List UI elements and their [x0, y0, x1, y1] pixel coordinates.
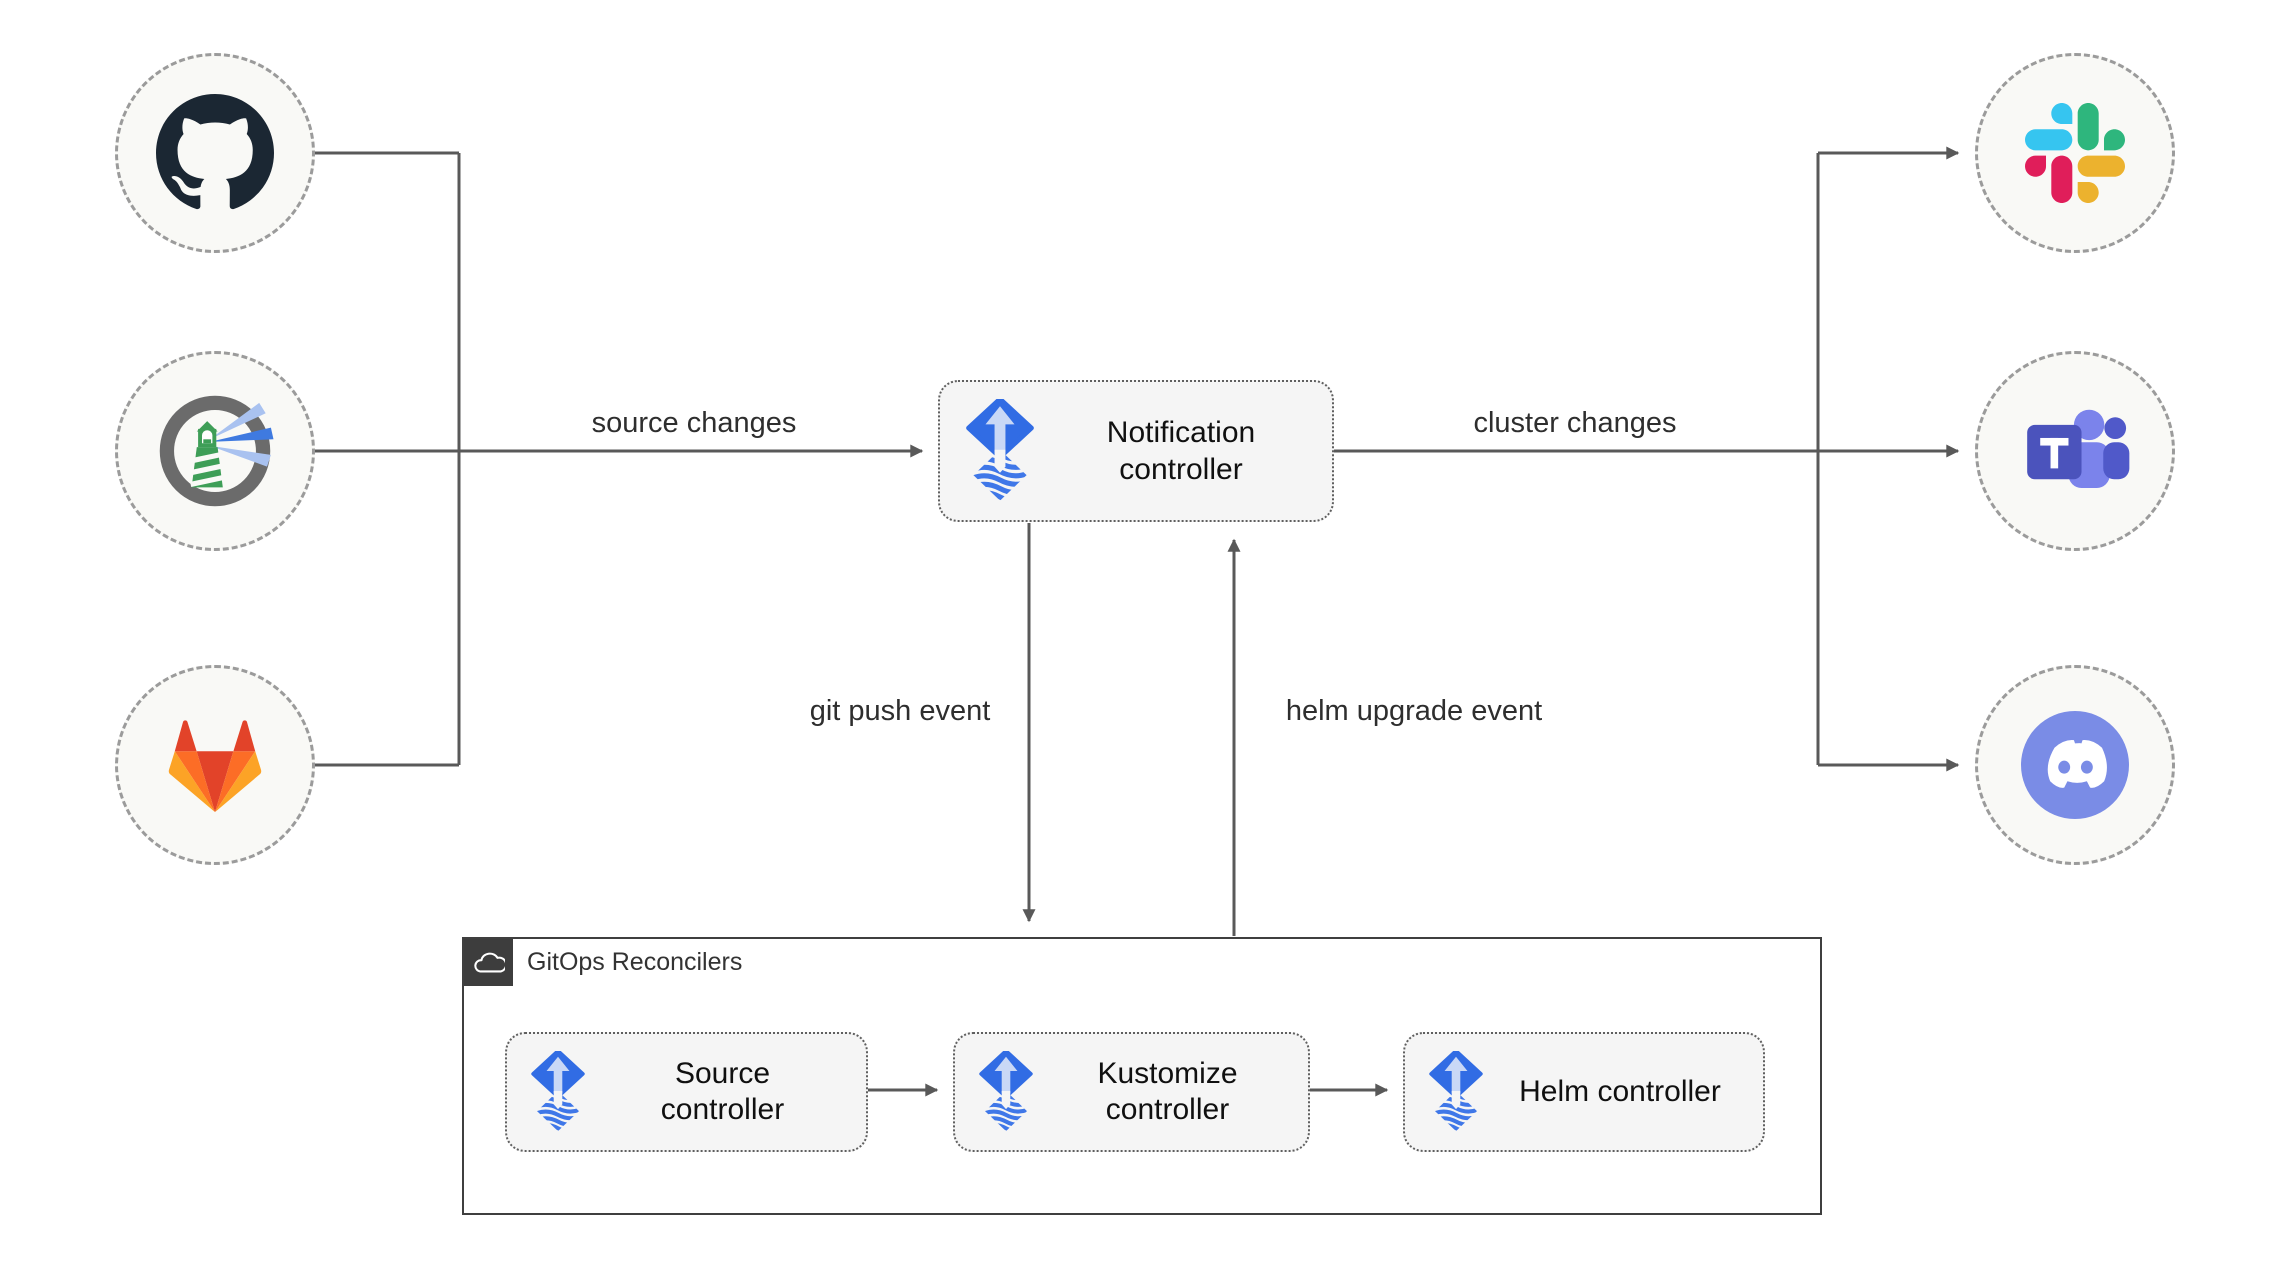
discord-icon — [2021, 711, 2129, 819]
notification-controller-label: Notification controller — [1106, 416, 1256, 486]
edge-label-git-push-event: git push event — [809, 695, 991, 727]
node-discord — [1975, 665, 2175, 865]
source-controller-box: Source controller — [505, 1032, 868, 1152]
node-github — [115, 53, 315, 253]
flux-icon — [966, 399, 1034, 501]
cloud-icon — [464, 939, 513, 986]
edge-label-cluster-changes: cluster changes — [1473, 407, 1677, 439]
flux-icon — [979, 1051, 1033, 1132]
gitlab-icon — [168, 720, 262, 813]
node-harbor — [115, 351, 315, 551]
node-gitlab — [115, 665, 315, 865]
gitops-reconcilers-title: GitOps Reconcilers — [527, 948, 743, 976]
gitops-reconcilers-group: GitOps Reconcilers — [462, 937, 1822, 1215]
edge-label-helm-upgrade-event: helm upgrade event — [1285, 695, 1543, 727]
source-controller-label: Source controller — [660, 1057, 785, 1126]
helm-controller-box: Helm controller — [1403, 1032, 1765, 1152]
notification-controller-box: Notification controller — [938, 380, 1334, 522]
edge-label-source-changes: source changes — [591, 407, 797, 439]
gitops-reconcilers-header: GitOps Reconcilers — [464, 939, 742, 986]
harbor-icon — [159, 395, 274, 507]
flux-icon — [1429, 1051, 1483, 1132]
kustomize-controller-box: Kustomize controller — [953, 1032, 1310, 1152]
teams-icon — [2027, 409, 2130, 488]
slack-icon — [2025, 103, 2125, 203]
node-teams — [1975, 351, 2175, 551]
flux-icon — [531, 1051, 585, 1132]
helm-controller-label: Helm controller — [1519, 1075, 1721, 1108]
kustomize-controller-label: Kustomize controller — [1097, 1057, 1238, 1126]
github-icon — [156, 94, 274, 210]
node-slack — [1975, 53, 2175, 253]
